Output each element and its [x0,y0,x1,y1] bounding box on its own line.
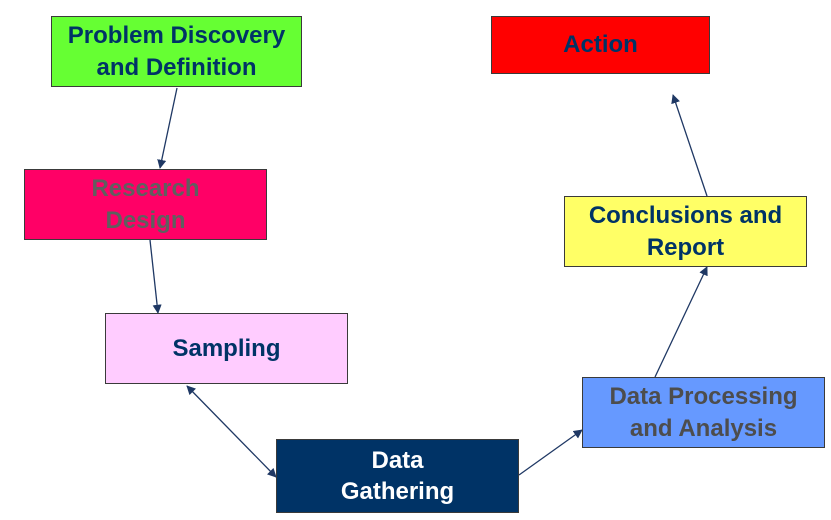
node-conclusions-report: Conclusions and Report [564,196,807,267]
node-data-processing-label: Data Processing and Analysis [609,383,798,442]
arrow-research-to-sampling [149,239,162,314]
arrow-sampling-gathering-bidirectional [186,385,277,478]
node-data-gathering: Data Gathering [276,439,519,513]
node-data-gathering-label: Data Gathering [340,446,455,505]
arrow-gathering-to-processing [518,429,583,476]
arrow-processing-to-conclusions [654,266,708,378]
node-sampling-label: Sampling [172,334,281,362]
node-problem-discovery: Problem Discovery and Definition [51,16,302,87]
node-sampling: Sampling [105,313,348,384]
node-problem-discovery-label: Problem Discovery and Definition [67,22,286,81]
node-research-design: Research Design [24,169,267,240]
node-action-label: Action [563,31,638,59]
arrow-conclusions-to-action [671,94,708,197]
node-conclusions-report-label: Conclusions and Report [588,202,783,261]
node-action: Action [491,16,710,74]
node-data-processing: Data Processing and Analysis [582,377,825,448]
node-research-design-label: Research Design [91,175,200,234]
arrow-problem-to-research [157,87,178,169]
